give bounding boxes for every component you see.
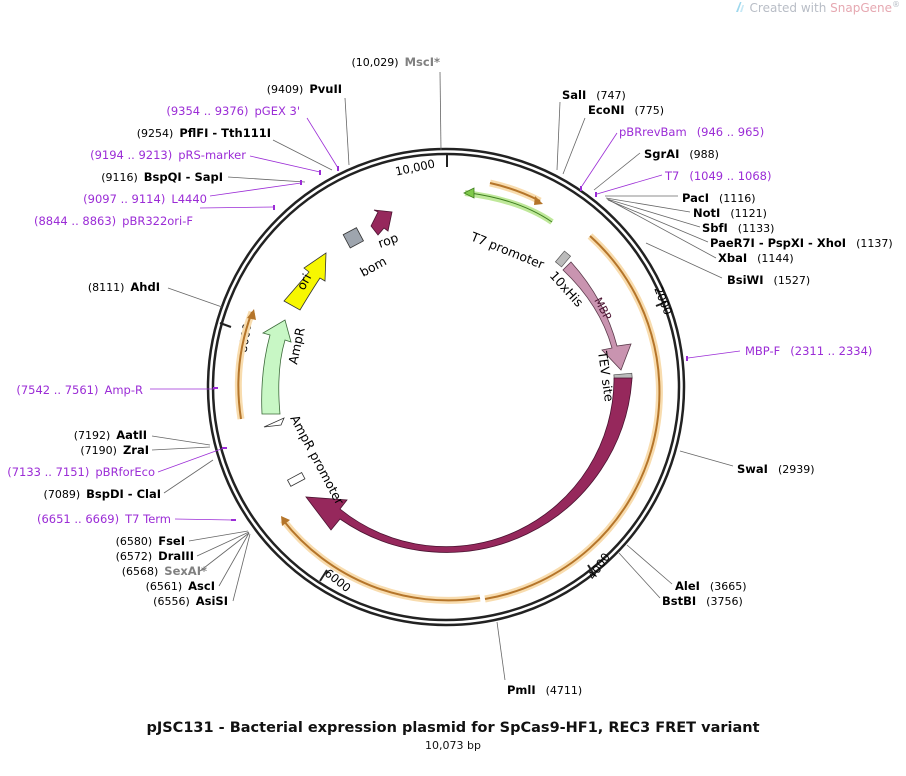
watermark-mark: ® — [892, 0, 900, 9]
site-leader-lines — [150, 71, 741, 681]
feature-cas9 — [305, 377, 633, 553]
site-label-aatII: (7192)AatII — [74, 428, 147, 442]
site-label-l4440: (9097 .. 9114)L4440 — [83, 192, 207, 206]
site-label-amp-r: (7542 .. 7561)Amp-R — [16, 383, 143, 397]
site-label-zraI: (7190)ZraI — [80, 443, 149, 457]
site-labels-left: (10,029)MscI* (9409)PvuII (9354 .. 9376)… — [7, 55, 440, 608]
site-label-t7: T7(1049 .. 1068) — [664, 169, 771, 183]
site-label-pacI: PacI(1116) — [682, 191, 756, 205]
orf-arcs — [234, 179, 663, 604]
plasmid-length: 10,073 bp — [425, 739, 481, 752]
site-label-draIII: (6572)DraIII — [116, 549, 194, 563]
feature-label-ampr-promoter: AmpR promoter — [287, 412, 347, 507]
site-label-bspDI: (7089)BspDI - ClaI — [44, 487, 161, 501]
site-label-paeR7I: PaeR7I - PspXI - XhoI(1137) — [710, 236, 893, 250]
feature-bom — [342, 227, 365, 249]
site-label-notI: NotI(1121) — [693, 206, 767, 220]
site-label-bspQI: (9116)BspQI - SapI — [101, 170, 223, 184]
feature-label-ampr: AmpR — [285, 326, 308, 366]
site-label-prs-marker: (9194 .. 9213)pRS-marker — [90, 148, 246, 162]
feature-ampr-promoter — [286, 472, 306, 487]
site-label-ascI: (6561)AscI — [146, 579, 215, 593]
site-label-pvuII: (9409)PvuII — [267, 82, 342, 96]
feature-10xhis — [554, 250, 572, 268]
feature-label-rop: rop — [376, 230, 400, 251]
site-label-mbp-f: MBP-F(2311 .. 2334) — [745, 344, 872, 358]
tick-marks — [219, 154, 667, 582]
feature-label-bom: bom — [357, 253, 389, 279]
plasmid-title: pJSC131 - Bacterial expression plasmid f… — [146, 720, 760, 736]
feature-ampr — [261, 319, 292, 415]
site-label-ecoNI: EcoNI(775) — [588, 103, 664, 117]
site-label-sbfI: SbfI(1133) — [702, 221, 774, 235]
site-label-pbr322ori-f: (8844 .. 8863)pBR322ori-F — [34, 214, 193, 228]
site-label-bstBI: BstBI(3756) — [662, 594, 743, 608]
feature-mbp — [562, 261, 632, 371]
watermark-brand: SnapGene — [830, 1, 892, 15]
site-label-swaI: SwaI(2939) — [737, 462, 815, 476]
feature-label-ori: ori — [293, 271, 314, 292]
site-label-aleI: AleI(3665) — [675, 579, 747, 593]
site-label-sexAI: (6568)SexAI* — [122, 564, 207, 578]
snapgene-watermark: Created with SnapGene® — [734, 0, 900, 15]
primer-ticks — [213, 166, 688, 521]
site-label-xbaI: XbaI(1144) — [718, 251, 794, 265]
site-label-asiSI: (6556)AsiSI — [153, 594, 228, 608]
feature-rop — [370, 209, 393, 236]
tick-label-2000: 2000 — [651, 285, 675, 317]
site-label-pbrforeco: (7133 .. 7151)pBRforEco — [7, 465, 155, 479]
site-label-pmlI: PmlI(4711) — [507, 683, 582, 697]
site-label-sgrAI: SgrAI(988) — [644, 147, 719, 161]
site-label-pgex3: (9354 .. 9376)pGEX 3' — [166, 104, 300, 118]
site-label-pflFI: (9254)PflFI - Tth111I — [137, 126, 271, 140]
backbone-outer — [206, 147, 686, 627]
feature-label-cas9: Cas9 — [496, 543, 529, 565]
site-label-ahdI: (8111)AhdI — [88, 280, 160, 294]
feature-label-tev-site: TEV site — [595, 349, 617, 403]
site-labels-right: SalI(747) EcoNI(775) pBRrevBam(946 .. 96… — [507, 88, 893, 697]
tick-label-10000: 10,000 — [394, 157, 436, 179]
snapgene-logo-icon — [735, 2, 744, 12]
feature-ori — [283, 252, 327, 311]
feature-label-t7-promoter: T7 promoter — [468, 228, 547, 272]
site-label-bsiWI: BsiWI(1527) — [727, 273, 810, 287]
site-label-t7-term: (6651 .. 6669)T7 Term — [37, 512, 171, 526]
site-label-fseI: (6580)FseI — [116, 534, 185, 548]
site-label-pbrrevbam: pBRrevBam(946 .. 965) — [619, 125, 764, 139]
watermark-prefix: Created with — [749, 1, 831, 15]
site-label-mscI: (10,029)MscI* — [352, 55, 440, 69]
site-label-salI: SalI(747) — [562, 88, 626, 102]
